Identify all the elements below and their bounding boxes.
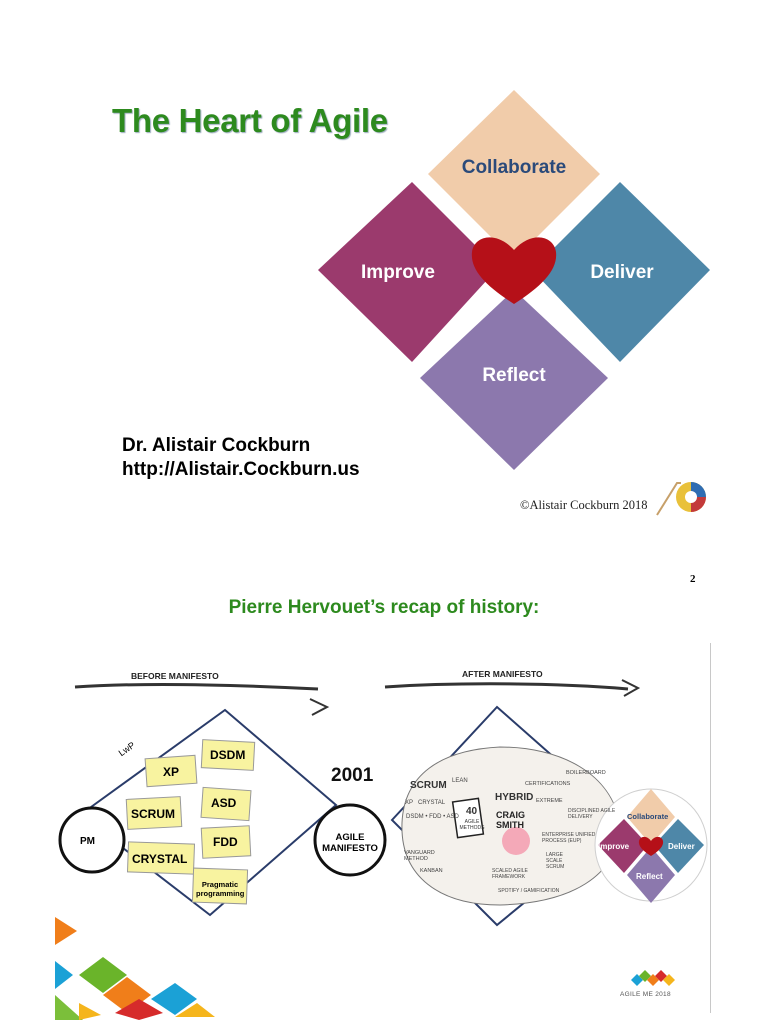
sketch-large-scale: LARGE SCALE SCRUM xyxy=(546,852,565,870)
deliver-label: Deliver xyxy=(590,262,654,283)
note-scrum: SCRUM xyxy=(131,807,175,821)
pm-label: PM xyxy=(80,836,95,847)
sketch-craig-smith: CRAIG SMITH xyxy=(496,810,525,830)
after-manifesto-label: AFTER MANIFESTO xyxy=(462,669,543,679)
agile-manifesto-line1: AGILE xyxy=(335,832,365,843)
sketch-scrum: SCRUM xyxy=(410,780,447,791)
sketch-certifications: CERTIFICATIONS xyxy=(525,781,571,787)
pragmatic-line2: programming xyxy=(196,889,245,898)
year-2001: 2001 xyxy=(331,765,374,786)
copyright-text: ©Alistair Cockburn 2018 xyxy=(520,498,648,512)
sketch-craig: CRAIG xyxy=(496,810,525,820)
sketch-agile-methods: AGILE METHODS xyxy=(459,819,485,831)
author-url: http://Alistair.Cockburn.us xyxy=(122,459,360,480)
sketch-xp: XP xyxy=(405,800,414,806)
decorative-triangles xyxy=(55,917,215,1020)
note-fdd: FDD xyxy=(213,835,238,849)
collaborate-tile xyxy=(428,90,600,260)
history-diagram xyxy=(58,679,708,927)
sketch-spotify: SPOTIFY / GAMIFICATION xyxy=(498,888,560,894)
sketch-vanguard: VANGUARD METHOD xyxy=(404,850,435,862)
sketch-hybrid: HYBRID xyxy=(495,792,534,803)
sketch-forty: 40 xyxy=(466,806,478,817)
improve-label: Improve xyxy=(361,262,435,283)
mini-collaborate-label: Collaborate xyxy=(627,812,669,821)
sticky-notes xyxy=(125,739,256,905)
heart-of-agile-diamond: Collaborate Improve Deliver Reflect xyxy=(318,90,710,470)
note-pragmatic: Pragmatic programming xyxy=(196,880,244,898)
sketch-dsdm: DSDM • FDD • ASD xyxy=(406,814,459,820)
collaborate-label: Collaborate xyxy=(462,157,567,178)
author-name: Dr. Alistair Cockburn xyxy=(122,435,311,456)
sketch-disciplined: DISCIPLINED AGILE DELIVERY xyxy=(568,808,616,820)
note-crystal: CRYSTAL xyxy=(132,852,188,866)
before-manifesto-label: BEFORE MANIFESTO xyxy=(131,671,219,681)
agile-manifesto-label: AGILE MANIFESTO xyxy=(318,832,382,854)
improve-tile xyxy=(318,182,498,362)
deliver-tile xyxy=(532,182,710,362)
mini-reflect-label: Reflect xyxy=(636,872,663,881)
heart-icon xyxy=(471,237,557,304)
reflect-tile xyxy=(420,290,608,470)
page-number: 2 xyxy=(690,573,696,585)
mini-improve-label: Improve xyxy=(598,842,630,851)
ac-logo-icon xyxy=(656,482,706,516)
sketch-safe: SCALED AGILE FRAMEWORK xyxy=(492,868,528,880)
note-asd: ASD xyxy=(211,796,237,810)
sketch-crystal: CRYSTAL xyxy=(418,800,446,806)
slide2-subtitle: Pierre Hervouet’s recap of history: xyxy=(228,597,540,618)
sketch-rup: ENTERPRISE UNIFIED PROCESS (EUP) xyxy=(542,832,596,844)
sketch-lean: LEAN xyxy=(452,778,468,784)
pragmatic-line1: Pragmatic xyxy=(201,880,239,889)
sketch-kanban: KANBAN xyxy=(420,868,443,874)
slide-border xyxy=(710,643,711,1013)
slide-title: The Heart of Agile xyxy=(112,102,388,139)
note-xp: XP xyxy=(163,765,180,779)
reflect-label: Reflect xyxy=(482,365,546,386)
sketch-extreme: EXTREME xyxy=(536,798,563,804)
note-dsdm: DSDM xyxy=(210,748,246,762)
sketch-smith: SMITH xyxy=(496,820,524,830)
mini-deliver-label: Deliver xyxy=(668,842,695,851)
sketch-boilerboard: BOILERBOARD xyxy=(566,770,606,776)
agile-manifesto-line2: MANIFESTO xyxy=(322,843,378,854)
agile-me-logo-icon xyxy=(631,970,675,986)
agile-me-footer: AGILE ME 2018 xyxy=(620,991,671,998)
author-block: Dr. Alistair Cockburn http://Alistair.Co… xyxy=(122,434,360,482)
